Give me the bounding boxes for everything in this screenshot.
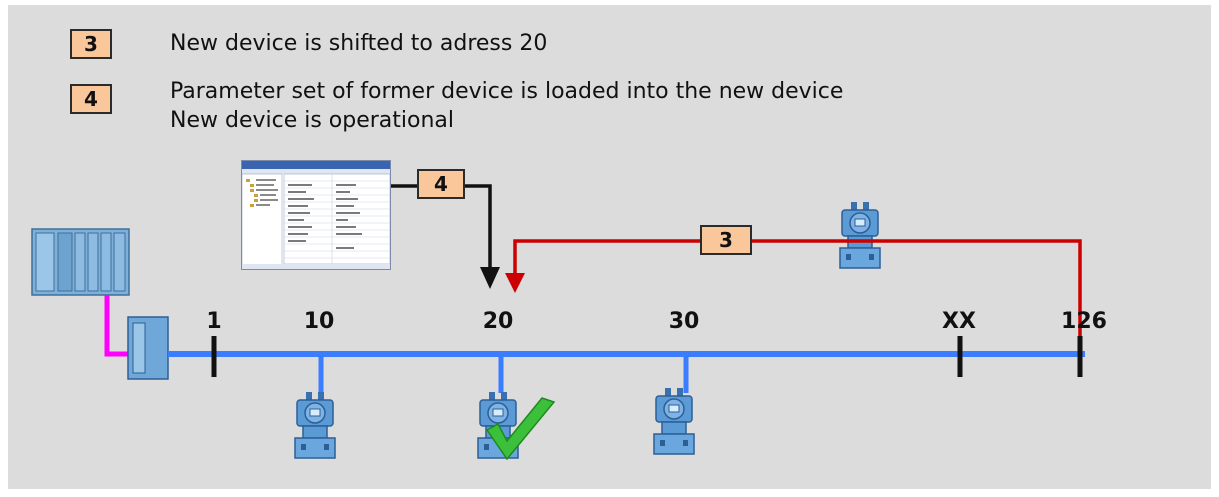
field-device-icon [294,391,336,459]
address-label-10: 10 [303,309,335,334]
load-arrow-head [480,267,500,289]
field-device-icon [839,201,881,269]
address-label-126: 126 [1061,309,1107,334]
shift-arrow-head [505,273,525,293]
step-3-line-1: New device is shifted to adress 20 [170,31,548,56]
step-4-line-1: Parameter set of former device is loaded… [170,79,844,104]
field-device-icon [653,387,695,455]
step-4-badge: 4 [70,84,112,114]
software-window-icon [241,160,391,270]
address-label-xx: XX [942,309,976,334]
step-3-row: 3 New device is shifted to adress 20 [70,29,547,59]
address-label-20: 20 [482,309,514,334]
checkmark-icon [485,397,556,461]
parameter-load-badge: 4 [417,169,465,199]
device-shift-badge: 3 [700,225,752,255]
step-4-text: Parameter set of former device is loaded… [170,77,843,135]
step-4-line-2: New device is operational [170,108,455,133]
step-3-badge: 3 [70,29,112,59]
step-4-row: 4 Parameter set of former device is load… [70,77,843,135]
shift-line [513,239,1082,336]
bus-coupler-icon [127,316,169,380]
plc-link-line [104,295,130,357]
address-label-1: 1 [206,309,222,334]
plc-rack-icon [31,228,130,296]
diagram-canvas: 3 New device is shifted to adress 20 4 P… [8,5,1211,489]
step-3-text: New device is shifted to adress 20 [170,29,547,58]
network-drawing [31,184,1085,461]
address-label-30: 30 [668,309,700,334]
